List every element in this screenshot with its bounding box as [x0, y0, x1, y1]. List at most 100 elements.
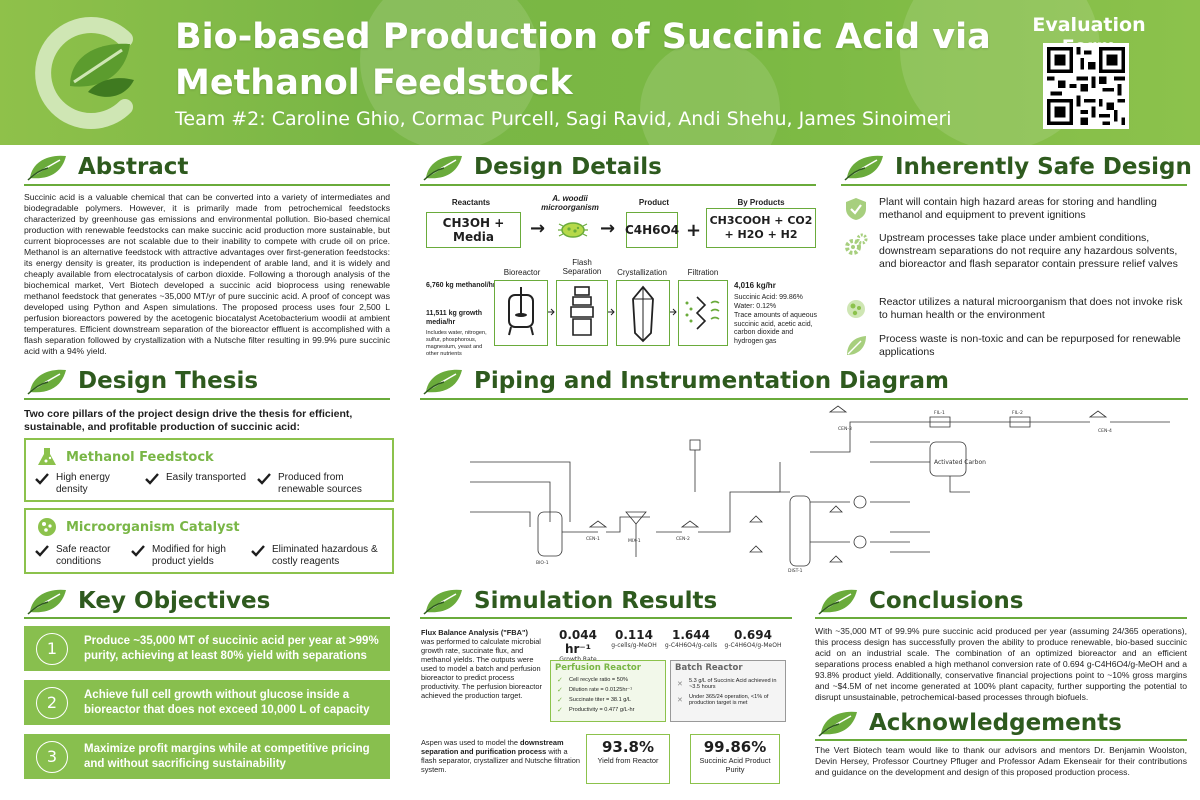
microorganism-icon: [558, 222, 588, 238]
safe-item: Reactor utilizes a natural microorganism…: [843, 296, 1183, 322]
batch-row: ✕ Under 365/24 operation, <1% of producti…: [671, 691, 785, 707]
ack-header: Acknowledgements: [817, 708, 1122, 738]
output-rate-note: 4,016 kg/hr: [734, 281, 776, 290]
design-details-heading: Design Details: [474, 154, 662, 180]
unit-label-crystallization: Crystallization: [617, 268, 667, 277]
simulation-header: Simulation Results: [422, 586, 717, 616]
batch-row: ✕5.3 g/L of Succinic Acid achieved in ~3…: [671, 675, 785, 691]
flash-separator-icon: [570, 286, 594, 336]
water-note: Water: 0.12%: [734, 303, 777, 310]
section-rule: [815, 617, 1187, 619]
check-icon: [145, 473, 159, 485]
pillar-point-text: Eliminated hazardous & costly reagents: [272, 544, 378, 567]
stat-value: 93.8%: [601, 738, 655, 756]
pid-tag: DIST-1: [788, 568, 803, 574]
pid-tag: FIL-2: [1012, 410, 1023, 416]
pillar-point: Easily transported: [144, 472, 250, 486]
check-icon: [131, 545, 145, 557]
objective-text: Produce ~35,000 MT of succinic acid per …: [84, 634, 379, 662]
objective-text: Achieve full cell growth without glucose…: [84, 688, 370, 716]
pillar-point-text: Modified for high product yields: [152, 544, 226, 567]
aspen-text-b: with a flash separator, crystallizer and…: [421, 747, 580, 774]
ack-body: The Vert Biotech team would like to than…: [815, 745, 1187, 777]
bioreactor-icon: [508, 287, 534, 336]
qr-code-icon[interactable]: [1043, 43, 1129, 129]
pid-header: Piping and Instrumentation Diagram: [422, 366, 949, 396]
trace-note: Trace amounts of aqueous succinic acid, …: [734, 312, 818, 345]
perfusion-row-text: Succinate titer = 38.1 g/L: [569, 697, 632, 703]
section-rule: [24, 617, 390, 619]
stat-card: 99.86% Succinic Acid Product Purity: [690, 734, 780, 784]
safe-item-text: Reactor utilizes a natural microorganism…: [879, 296, 1183, 321]
objective-text: Maximize profit margins while at competi…: [84, 742, 370, 770]
crystal-icon: [632, 285, 654, 343]
abstract-body: Succinic acid is a valuable chemical tha…: [24, 192, 390, 356]
safe-design-heading: Inherently Safe Design: [895, 154, 1192, 180]
perfusion-row: ✓Dilution rate = 0.0125hr⁻¹: [551, 685, 665, 695]
safe-item: Plant will contain high hazard areas for…: [843, 196, 1183, 222]
cross-icon: ✕: [677, 697, 683, 704]
thesis-header: Design Thesis: [26, 366, 258, 396]
bioreactor-card: [494, 280, 548, 346]
batch-row-text: Under 365/24 operation, <1% of productio…: [689, 694, 769, 706]
objectives-header: Key Objectives: [26, 586, 270, 616]
metric-value: 1.644: [672, 628, 710, 642]
perfusion-row-text: Dilution rate = 0.0125hr⁻¹: [569, 687, 633, 693]
metric-label: g-C4H6O4/g-cells: [664, 642, 718, 649]
crystallizer-card: [616, 280, 670, 346]
section-rule: [841, 184, 1187, 186]
check-icon: ✓: [557, 677, 563, 684]
pillar-point-text: Safe reactor conditions: [56, 544, 111, 567]
perfusion-title: Perfusion Reactor: [555, 663, 641, 673]
purity-note: Succinic Acid: 99.86%: [734, 294, 803, 301]
metric-value: 0.044 hr⁻¹: [559, 628, 597, 656]
byproducts-box: CH3COOH + CO2 + H2O + H2: [706, 208, 816, 248]
leaf-icon: [847, 336, 866, 355]
check-icon: [257, 473, 271, 485]
metric: 1.644 g-C4H6O4/g-cells: [662, 628, 720, 649]
pid-tag: CEN-1: [586, 536, 600, 542]
section-rule: [420, 398, 1188, 400]
pid-heading: Piping and Instrumentation Diagram: [474, 368, 949, 394]
objective-number: 1: [36, 632, 68, 665]
perfusion-row: ✓Productivity = 0.477 g/L-hr: [551, 705, 665, 715]
leaf-icon: [27, 154, 67, 181]
objective-item: 3 Maximize profit margins while at compe…: [24, 734, 390, 779]
conclusions-heading: Conclusions: [869, 588, 1024, 614]
objective-item: 1 Produce ~35,000 MT of succinic acid pe…: [24, 626, 390, 671]
leaf-icon: [844, 154, 884, 181]
flash-card: [556, 280, 608, 346]
media-composition-note: Includes water, nitrogen, sulfur, phosph…: [426, 330, 487, 357]
abstract-heading: Abstract: [78, 154, 189, 180]
safe-item: Process waste is non-toxic and can be re…: [843, 333, 1183, 359]
product-label: Product: [638, 198, 670, 207]
team-names: Team #2: Caroline Ghio, Cormac Purcell, …: [175, 108, 952, 130]
arrow-icon: [670, 308, 677, 316]
check-icon: [251, 545, 265, 557]
pid-tag: CEN-3: [838, 426, 852, 432]
pillar-point: Modified for high product yields: [130, 544, 252, 568]
shield-check-icon: [846, 198, 866, 220]
fba-lead: Flux Balance Analysis ("FBA"): [421, 628, 528, 637]
pillar-point: Eliminated hazardous & costly reagents: [250, 544, 392, 568]
metric: 0.694 g-C4H6O4/g-MeOH: [722, 628, 784, 649]
thesis-heading: Design Thesis: [78, 368, 259, 394]
pid-tag: CEN-4: [1098, 428, 1112, 434]
stat-card: 93.8% Yield from Reactor: [586, 734, 670, 784]
reactants-box: CH3OH + Media: [426, 212, 521, 248]
product-box: C4H6O4: [625, 212, 679, 248]
pillar-microorganism: Microorganism Catalyst Safe reactor cond…: [24, 508, 394, 574]
pillar-methanol: Methanol Feedstock High energy density E…: [24, 438, 394, 502]
metric: 0.114 g-cells/g-MeOH: [608, 628, 660, 649]
reactants-formula: CH3OH + Media: [442, 216, 505, 244]
aspen-text-a: Aspen was used to model the: [421, 738, 521, 747]
safe-item-text: Upstream processes take place under ambi…: [879, 232, 1178, 270]
plus-icon: +: [686, 220, 702, 241]
design-details-header: Design Details: [422, 152, 662, 182]
arrow-icon: →: [600, 218, 616, 239]
poster-title: Bio-based Production of Succinic Acid vi…: [175, 17, 991, 103]
pid-tag: FIL-1: [934, 410, 945, 416]
simulation-heading: Simulation Results: [474, 588, 718, 614]
safe-item-text: Plant will contain high hazard areas for…: [879, 196, 1157, 221]
leaf-icon: [423, 368, 463, 395]
